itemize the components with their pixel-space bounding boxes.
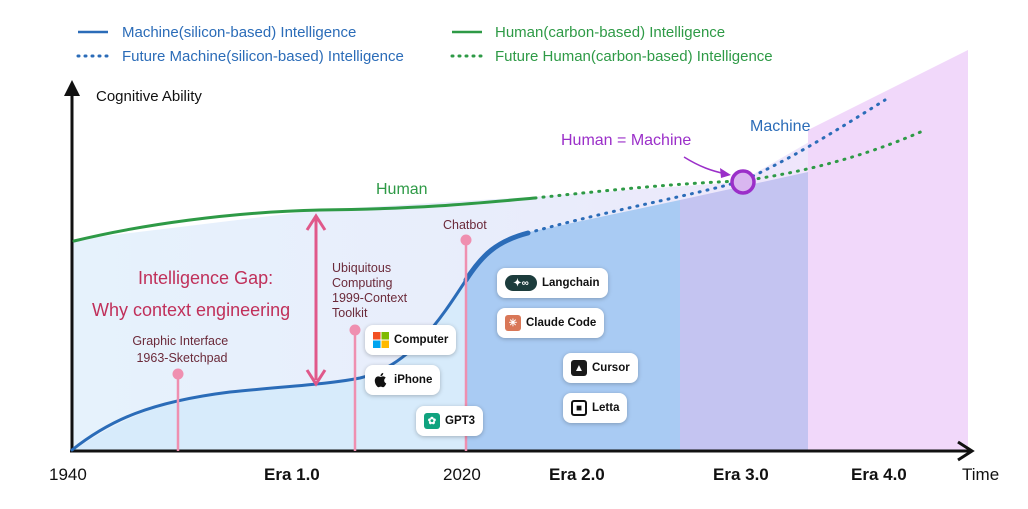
era3-region [680,172,808,451]
tool-card-iphone: iPhone [365,365,441,395]
tool-label-langchain: Langchain [542,277,600,289]
event-dot-ubiquitous [349,324,361,336]
crossover-arrow [683,156,727,175]
letta-logo-icon: ■ [571,400,587,416]
event-line-ubiquitous-1: Ubiquitous [332,261,391,275]
gap-arrow-top [305,213,327,231]
x-tick-1940: 1940 [49,465,87,484]
tool-card-cursor: ▲ Cursor [563,353,638,383]
windows-logo-icon [373,332,389,348]
tool-card-gpt3: ✿ GPT3 [416,406,484,436]
tool-card-computer: Computer [365,325,457,355]
event-label-graphic-interface: Graphic Interface 1963-Sketchpad [132,334,231,365]
tool-label-gpt3: GPT3 [445,415,476,427]
event-dot-chatbot [460,234,472,246]
machine-future-curve [526,98,887,235]
claude-logo-icon: ✳ [505,315,521,331]
legend-future-human-label: Future Human(carbon-based) Intelligence [495,48,773,65]
apple-logo-icon [373,372,389,388]
tool-label-iphone: iPhone [394,374,433,386]
tool-card-langchain: ✦∞ Langchain [497,268,608,298]
y-axis-label: Cognitive Ability [96,88,202,105]
legend-human-label: Human(carbon-based) Intelligence [495,24,725,41]
event-dot-graphic-interface [172,368,184,380]
crossover-label: Human = Machine [561,132,691,149]
x-tick-2020: 2020 [443,465,481,484]
event-label-chatbot: Chatbot [443,218,487,232]
era-1-label: Era 1.0 [264,465,320,484]
machine-curve-highlight [463,230,531,283]
gap-arrow-bottom [305,369,327,387]
event-label-ubiquitous: Ubiquitous Computing 1999-Context Toolki… [332,261,411,320]
human-curve-label: Human [376,181,428,198]
event-line-ubiquitous-2: Computing [332,276,392,290]
event-line-ubiquitous-4: Toolkit [332,306,368,320]
crossover-marker [730,169,756,195]
era-3-label: Era 3.0 [713,465,769,484]
era-2-label: Era 2.0 [549,465,605,484]
event-line-graphic-interface-2: 1963-Sketchpad [136,351,227,365]
human-curve [72,196,537,243]
event-line-graphic-interface-1: Graphic Interface [132,334,228,348]
machine-curve-label: Machine [750,118,811,135]
gap-subtitle: Why context engineering [92,300,290,320]
legend-machine-label: Machine(silicon-based) Intelligence [122,24,356,41]
x-axis-label: Time [962,465,999,484]
era4-region [808,50,968,451]
tool-label-cursor: Cursor [592,362,630,374]
x-axis-arrow [957,440,975,462]
y-axis-arrow [64,80,80,96]
crossover-arrow-head [720,168,731,178]
legend-future-machine-label: Future Machine(silicon-based) Intelligen… [122,48,404,65]
event-line-ubiquitous-3: 1999-Context [332,291,408,305]
era-4-label: Era 4.0 [851,465,907,484]
tool-label-letta: Letta [592,402,620,414]
tool-label-claude-code: Claude Code [526,317,597,329]
tool-label-computer: Computer [394,334,449,346]
openai-logo-icon: ✿ [424,413,440,429]
tool-card-claude-code: ✳ Claude Code [497,308,605,338]
cursor-logo-icon: ▲ [571,360,587,376]
langchain-logo-icon: ✦∞ [505,275,537,291]
era1-region [72,280,466,451]
tool-card-letta: ■ Letta [563,393,628,423]
gap-title: Intelligence Gap: [138,268,273,288]
